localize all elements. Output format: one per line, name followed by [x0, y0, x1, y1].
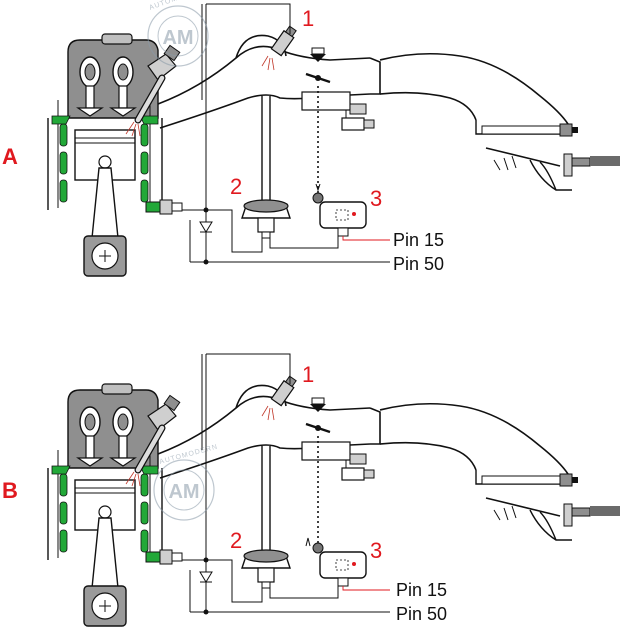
pin-50-label-b: Pin 50: [396, 604, 447, 624]
watermark-logo-text-b: AM: [168, 481, 199, 503]
callout-2-b: 2: [230, 528, 242, 553]
callout-1-b: 1: [302, 362, 314, 387]
pin-15-label-a: Pin 15: [393, 230, 444, 250]
callout-3-b: 3: [370, 538, 382, 563]
pin-15-label-b: Pin 15: [396, 580, 447, 600]
panel-label-b: B: [2, 478, 18, 503]
watermark-logo-bottom: AM AUTOMODERN: [153, 444, 219, 521]
pin-50-label-a: Pin 50: [393, 254, 444, 274]
panel-label-a: A: [2, 144, 18, 169]
callout-3-a: 3: [370, 186, 382, 211]
watermark-ring-text-b: AUTOMODERN: [159, 444, 219, 466]
watermark-logo-text: AM: [162, 27, 193, 49]
diagram-panel-a: A 1 2 3 Pin 15 Pin 50: [2, 4, 620, 276]
watermark-logo-top: AM AUTOMODERN: [147, 0, 209, 67]
diagram-panel-b: B 1 2 3 Pin 15 Pin 50: [2, 354, 620, 626]
callout-1-a: 1: [302, 6, 314, 31]
callout-2-a: 2: [230, 174, 242, 199]
up-arrow-icon: [305, 537, 311, 547]
down-arrow-icon: [315, 183, 321, 192]
